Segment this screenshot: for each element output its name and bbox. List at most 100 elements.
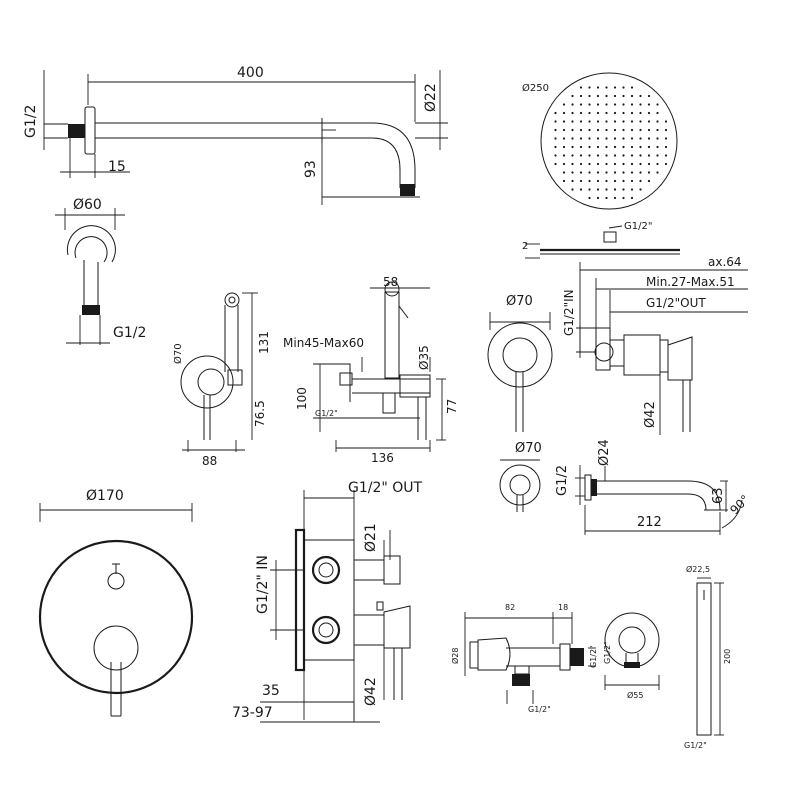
nozzle-dot [605, 188, 608, 191]
nozzle-dot [571, 171, 574, 174]
nozzle-dot [579, 128, 583, 132]
nozzle-dot [554, 137, 557, 140]
nozzle-dot [639, 94, 642, 98]
nozzle-dot [630, 188, 634, 191]
bidet-w58-label: 58 [383, 275, 399, 289]
valve-t1-label: G1/2" [589, 645, 598, 668]
nozzle-dot [613, 171, 617, 174]
nozzle-dot [588, 86, 591, 89]
nozzle-dot [664, 137, 668, 140]
nozzle-dot [639, 120, 642, 123]
nozzle-dot [639, 103, 642, 106]
nozzle-dot [605, 128, 608, 132]
nozzle-dot [639, 145, 642, 149]
nozzle-dot [596, 137, 600, 140]
nozzle-dot [630, 154, 634, 157]
flange-dia-label: Ø60 [73, 197, 102, 213]
nozzle-dot [664, 128, 668, 132]
nozzle-dot [630, 137, 634, 140]
nozzle-dot [613, 103, 617, 106]
mixer-ax-label: ax.64 [708, 255, 742, 269]
nozzle-dot [596, 154, 600, 157]
nozzle-dot [579, 137, 583, 140]
nozzle-dot [630, 162, 634, 166]
nozzle-dot [579, 145, 583, 149]
diverter-d42-label: Ø42 [363, 677, 379, 706]
nozzle-dot [571, 120, 574, 123]
nozzle-dot [571, 188, 574, 191]
diverter-dia170-label: Ø170 [86, 488, 124, 504]
nozzle-dot [596, 128, 600, 132]
valve-t2-label: G1/2" [528, 705, 551, 714]
handset-h200-label: 200 [723, 648, 732, 664]
head-thick-label: 2 [522, 241, 529, 252]
nozzle-dot [588, 171, 591, 174]
nozzle-dot [647, 111, 651, 115]
nozzle-dot [639, 154, 642, 157]
arm-thread-label: G1/2 [23, 104, 39, 138]
nozzle-dot [656, 137, 659, 140]
nozzle-dot [554, 145, 557, 149]
nozzle-dot [596, 120, 600, 123]
nozzle-dot [630, 86, 634, 89]
wall-outlet-drawing [604, 612, 660, 690]
outlet-d55-label: Ø55 [627, 691, 644, 700]
nozzle-dot [622, 94, 625, 98]
nozzle-dot [656, 145, 659, 149]
nozzle-dot [605, 171, 608, 174]
nozzle-dot [613, 86, 617, 89]
nozzle-dot [596, 179, 600, 183]
nozzle-dot [579, 179, 583, 183]
nozzle-dot [664, 120, 668, 123]
nozzle-dot [630, 171, 634, 174]
head-dia-label: Ø250 [522, 83, 549, 94]
nozzle-dot [630, 111, 634, 115]
nozzle-dot [622, 137, 625, 140]
nozzle-dot [605, 137, 608, 140]
nozzle-dot [588, 196, 591, 200]
nozzle-dot [613, 94, 617, 98]
spout-h63-label: 63 [711, 487, 726, 504]
nozzle-dot [656, 120, 659, 123]
nozzle-dot [579, 86, 583, 89]
bidet-h100-label: 100 [295, 387, 309, 410]
nozzle-dot [562, 120, 566, 123]
nozzle-dot [664, 162, 668, 166]
nozzle-dot [571, 162, 574, 166]
nozzle-dot [622, 128, 625, 132]
nozzle-dot [588, 103, 591, 106]
nozzle-dot [630, 103, 634, 106]
nozzle-dot [588, 120, 591, 123]
nozzle-dot [613, 196, 617, 200]
nozzle-dot [571, 128, 574, 132]
bidet-w136-label: 136 [371, 451, 394, 465]
nozzle-dot [647, 145, 651, 149]
shower-head-drawing [525, 72, 680, 259]
nozzle-dot [630, 120, 634, 123]
diverter-range-label: 73-97 [232, 705, 273, 721]
handset-thread-label: G1/2" [684, 741, 707, 750]
handset-d225-label: Ø22,5 [686, 565, 711, 574]
nozzle-dot [647, 179, 651, 183]
spout-dia24-label: Ø24 [597, 439, 612, 466]
nozzle-dot [562, 103, 566, 106]
nozzle-dot [605, 103, 608, 106]
nozzle-dot [571, 179, 574, 183]
nozzle-dot [656, 128, 659, 132]
nozzle-dot [622, 196, 625, 200]
nozzle-dot [562, 154, 566, 157]
shower-arm-drawing [43, 70, 448, 205]
nozzle-dot [664, 154, 668, 157]
nozzle-dot [579, 154, 583, 157]
nozzle-dot [571, 145, 574, 149]
mixer-inlet-label: G1/2"IN [562, 289, 576, 336]
nozzle-dot [639, 179, 642, 183]
nozzle-dot [571, 103, 574, 106]
nozzle-dot [588, 94, 591, 98]
nozzle-dot [656, 162, 659, 166]
nozzle-dot [588, 111, 591, 115]
nozzle-dot [596, 103, 600, 106]
nozzle-dot [647, 137, 651, 140]
nozzle-dot [605, 154, 608, 157]
nozzle-dot [622, 145, 625, 149]
